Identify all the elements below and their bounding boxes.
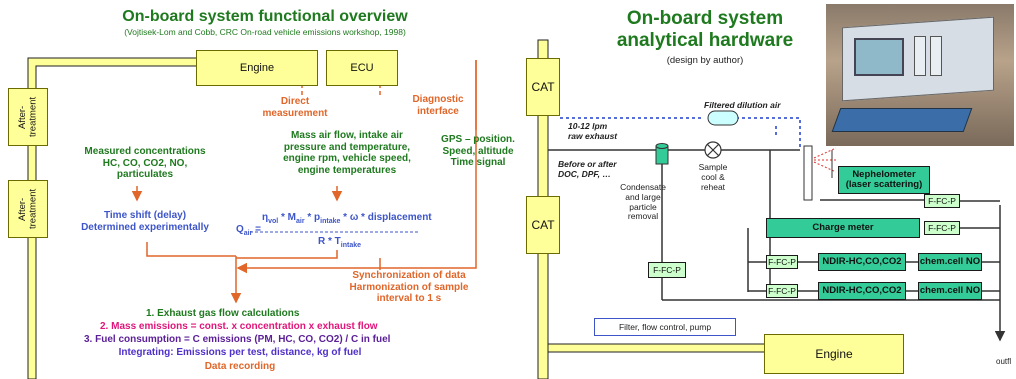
chem-cell-box-2: chem.cell NO: [918, 282, 982, 300]
formula-lhs: Qair =: [236, 224, 261, 237]
ndir-box-1: NDIR-HC,CO,CO2: [818, 253, 906, 271]
left-aftertreatment-1: After-treatment: [8, 88, 48, 146]
condensate-trap-symbol: [655, 143, 669, 165]
left-ecu-box: ECU: [326, 50, 398, 86]
right-cat-1: CAT: [526, 58, 560, 116]
mass-air-flow-label: Mass air flow, intake air pressure and t…: [283, 130, 411, 176]
right-exhaust-pipe: [537, 39, 771, 379]
right-subtitle: (design by author): [666, 55, 744, 66]
step-3: 3. Fuel consumption = C emissions (PM, H…: [84, 334, 391, 345]
filtered-dilution-air-label: Filtered dilution air: [704, 100, 781, 110]
ffcp-nephelometer: F-FC-P: [924, 194, 960, 208]
dilution-filter-symbol: [707, 110, 739, 126]
ffcp-row-2: F-FC-P: [766, 284, 798, 298]
formula-numerator: ηvol * Mair * pintake * ω * displacement: [262, 212, 432, 225]
right-cat-2: CAT: [526, 196, 560, 254]
device-photo: [826, 4, 1014, 146]
measured-concentrations-label: Measured concentrations HC, CO, CO2, NO,…: [84, 146, 206, 180]
sample-cool-label: Sample cool & reheat: [698, 162, 728, 192]
synchronization-label: Synchronization of data Harmonization of…: [349, 270, 469, 304]
condensate-label: Condensate and large particle removal: [620, 182, 666, 222]
ffcp-charge-meter: F-FC-P: [924, 221, 960, 235]
charge-meter-box: Charge meter: [766, 218, 920, 238]
formula-denominator: R * Tintake: [318, 236, 362, 249]
sample-cooler-symbol: [704, 141, 722, 159]
step-4: Integrating: Emissions per test, distanc…: [118, 347, 362, 358]
chem-cell-box-1: chem.cell NO: [918, 253, 982, 271]
ffcp-row-1: F-FC-P: [766, 255, 798, 269]
left-aftertreatment-2: After-treatment: [8, 180, 48, 238]
ffcp-main: F-FC-P: [648, 262, 686, 278]
step-1: 1. Exhaust gas flow calculations: [146, 308, 300, 319]
step-2: 2. Mass emissions = const. x concentrati…: [100, 321, 378, 332]
time-shift-label: Time shift (delay) Determined experiment…: [81, 210, 209, 233]
nephelometer-box: Nephelometer(laser scattering): [838, 166, 930, 194]
left-engine-box: Engine: [196, 50, 318, 86]
nephelometer-cell: [803, 145, 813, 201]
left-subtitle: (Vojtisek-Lom and Cobb, CRC On-road vehi…: [124, 27, 406, 37]
right-engine-box: Engine: [764, 334, 904, 374]
step-5: Data recording: [204, 361, 276, 372]
engine-label: Engine: [239, 62, 275, 74]
filter-note-box: Filter, flow control, pump: [594, 318, 736, 336]
right-title: On-board system analytical hardware: [616, 8, 794, 52]
left-title: On-board system functional overview: [122, 8, 408, 25]
left-exhaust-pipe: [27, 57, 201, 379]
ndir-box-2: NDIR-HC,CO,CO2: [818, 282, 906, 300]
ecu-label: ECU: [350, 62, 374, 74]
outflow-label: outfl: [996, 357, 1012, 366]
gps-label: GPS – position. Speed, altitude Time sig…: [441, 134, 515, 168]
